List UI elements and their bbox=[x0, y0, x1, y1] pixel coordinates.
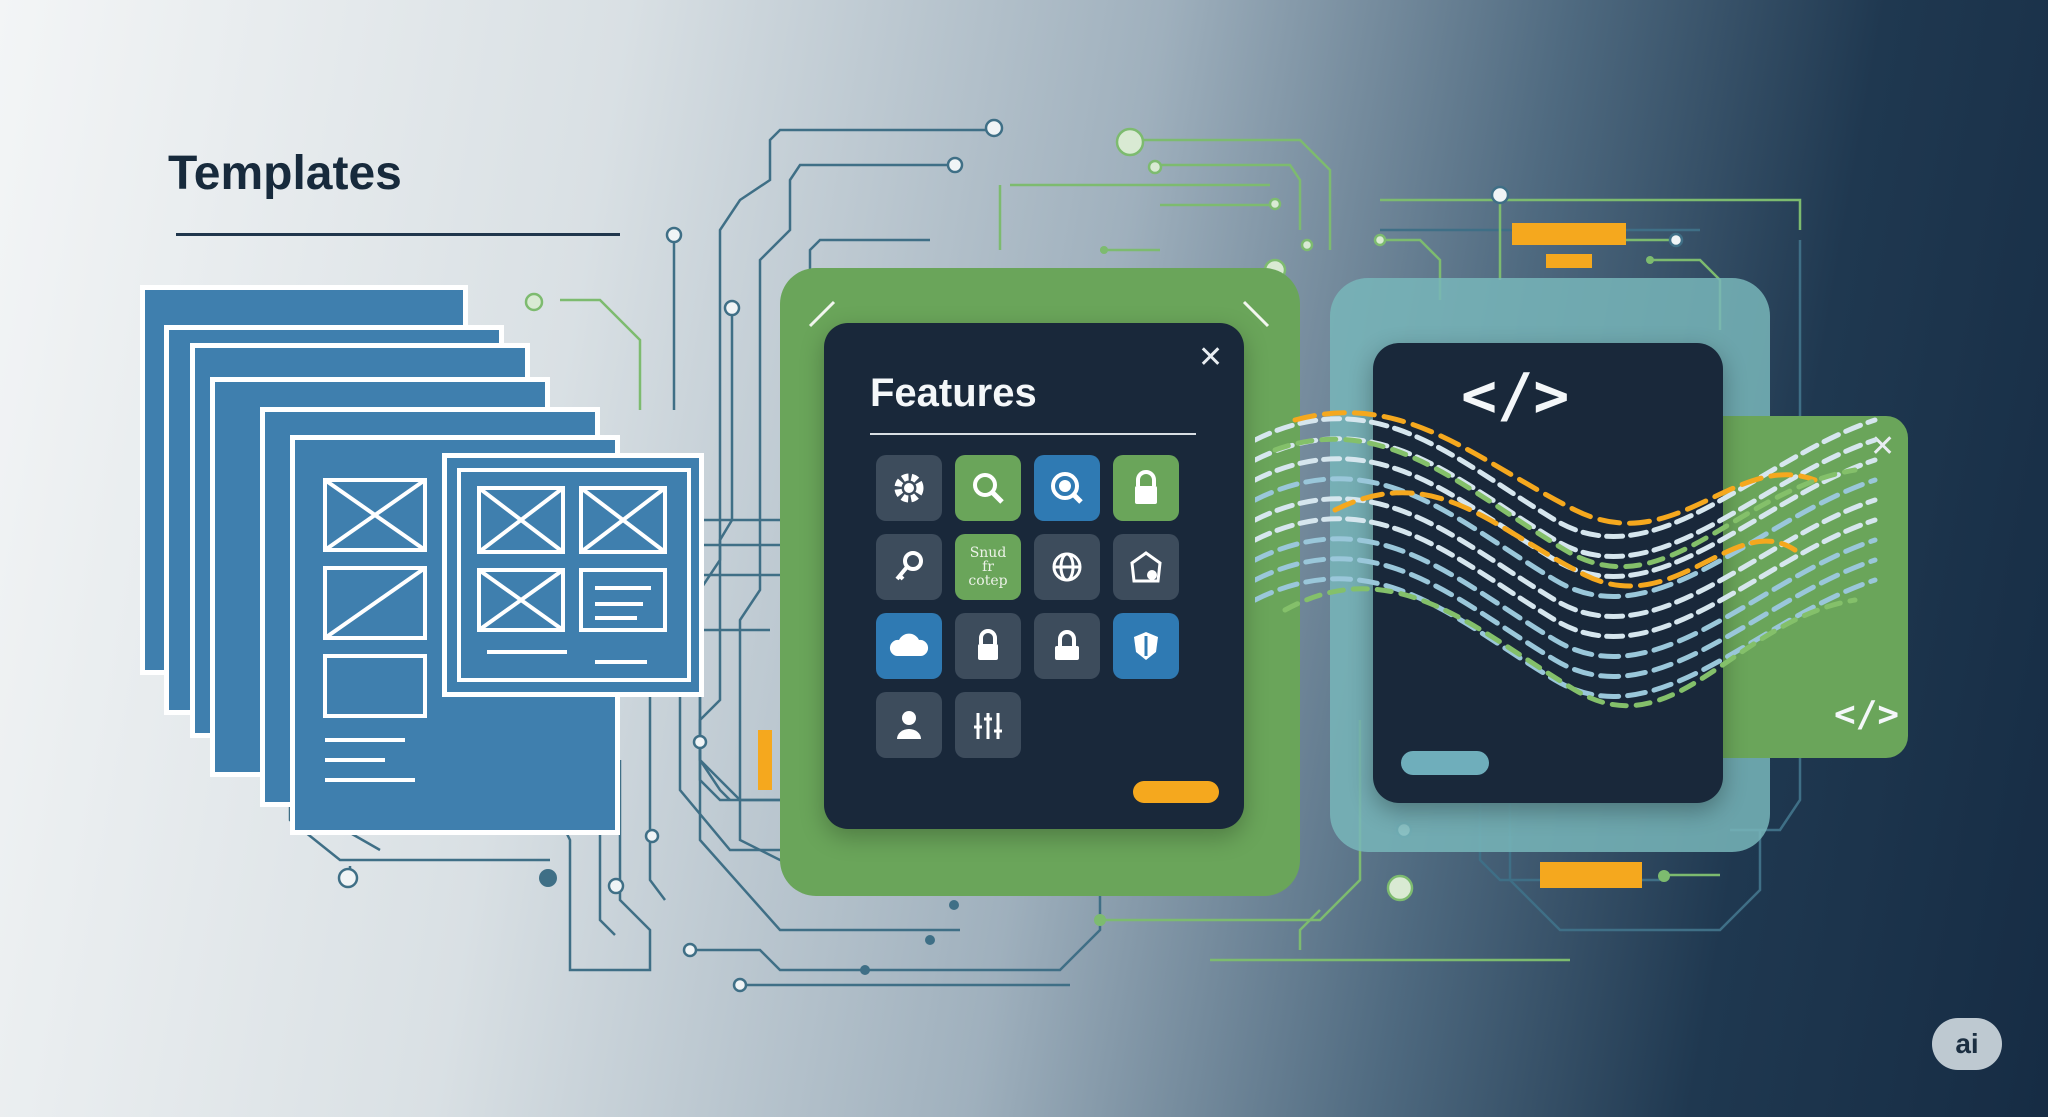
search-icon bbox=[973, 473, 1004, 504]
feature-grid: Snud fr cotep bbox=[876, 455, 1196, 775]
title-divider bbox=[176, 233, 620, 236]
magnifier-icon bbox=[1051, 472, 1083, 504]
accent-bar bbox=[1540, 862, 1642, 888]
action-button[interactable] bbox=[1133, 781, 1219, 803]
globe-icon bbox=[1052, 552, 1082, 582]
feature-tile-label: Snud fr cotep bbox=[968, 545, 1008, 589]
feature-tile-search[interactable] bbox=[955, 455, 1021, 521]
templates-title: Templates bbox=[168, 147, 402, 200]
frame-corner-marks bbox=[808, 300, 1270, 328]
code-icon-small: </> bbox=[1834, 694, 1900, 735]
unlock-icon bbox=[1055, 630, 1079, 660]
feature-tile-settings[interactable] bbox=[876, 455, 942, 521]
accent-bar bbox=[1512, 223, 1626, 245]
wireframe-grid-icon bbox=[457, 468, 691, 682]
wireframe-icon bbox=[323, 478, 427, 782]
close-icon[interactable]: ✕ bbox=[1870, 430, 1896, 463]
template-page-front bbox=[442, 453, 704, 697]
gear-icon bbox=[894, 473, 924, 503]
user-icon bbox=[897, 711, 921, 739]
features-panel: Features ✕ Snud fr cotep bbox=[824, 323, 1244, 829]
feature-tile-shield[interactable] bbox=[1113, 613, 1179, 679]
accent-bar bbox=[1546, 254, 1592, 268]
feature-tile-inspect[interactable] bbox=[1034, 455, 1100, 521]
shield-home-icon bbox=[1130, 551, 1162, 583]
feature-tile-globe[interactable] bbox=[1034, 534, 1100, 600]
padlock-icon bbox=[978, 629, 998, 660]
feature-tile-shield-home[interactable] bbox=[1113, 534, 1179, 600]
feature-tile-cloud[interactable] bbox=[876, 613, 942, 679]
feature-tile-padlock[interactable] bbox=[955, 613, 1021, 679]
code-icon: </> bbox=[1461, 361, 1570, 431]
feature-tile-user[interactable] bbox=[876, 692, 942, 758]
accent-bar bbox=[758, 730, 772, 790]
sliders-icon bbox=[974, 713, 1002, 739]
ai-badge[interactable]: ai bbox=[1932, 1018, 2002, 1070]
feature-tile-key[interactable] bbox=[876, 534, 942, 600]
feature-tile-lock[interactable] bbox=[1113, 455, 1179, 521]
code-panel: </> bbox=[1373, 343, 1723, 803]
lock-icon bbox=[1135, 470, 1157, 504]
data-flow-streaks bbox=[1255, 410, 1878, 709]
feature-tile-unlock[interactable] bbox=[1034, 613, 1100, 679]
features-title: Features bbox=[870, 371, 1037, 415]
code-panel-button[interactable] bbox=[1401, 751, 1489, 775]
key-icon bbox=[895, 551, 923, 581]
feature-tile-text[interactable]: Snud fr cotep bbox=[955, 534, 1021, 600]
close-icon[interactable]: ✕ bbox=[1198, 341, 1224, 374]
template-stack bbox=[140, 285, 710, 835]
features-divider bbox=[870, 433, 1196, 435]
feature-tile-sliders[interactable] bbox=[955, 692, 1021, 758]
cloud-icon bbox=[889, 633, 929, 656]
shield-icon bbox=[1134, 632, 1158, 660]
